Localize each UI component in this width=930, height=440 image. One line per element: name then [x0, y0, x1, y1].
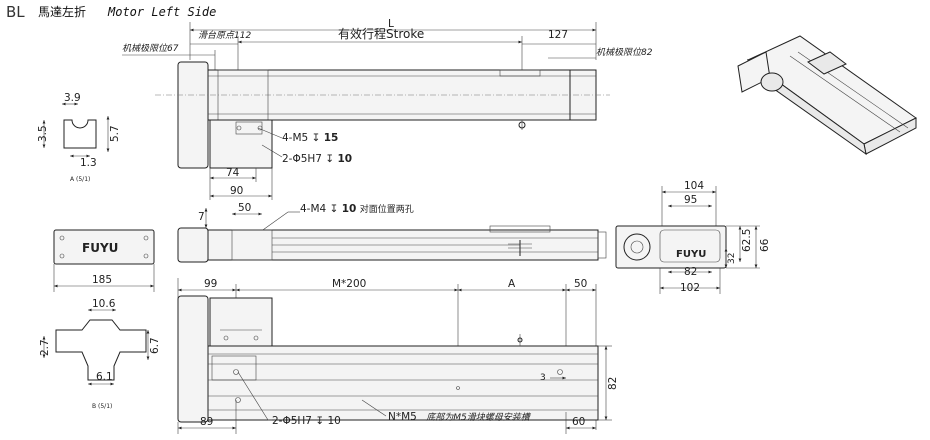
callout-4-m5: 4-M5 ↧ 15: [282, 132, 338, 144]
side-slider-mark: [489, 225, 551, 233]
side-view: 7 50 4-M4 ↧ 10 对面位置两孔: [177, 202, 607, 263]
motor-housing-bottom: [209, 297, 273, 347]
dim-90: 90: [230, 185, 243, 197]
dim-3-9: 3.9: [64, 92, 81, 104]
dim-A: A: [508, 278, 516, 290]
dim-82-bottom: 82: [607, 377, 619, 390]
mech-limit-right-label: 机械极限位82: [596, 47, 653, 58]
isometric-preview: [737, 35, 917, 156]
dim-2-7: 2.7: [39, 339, 51, 356]
end-plate-view: FUYU 185: [53, 229, 155, 292]
dim-95: 95: [684, 194, 697, 206]
callout-4-m4: 4-M4 ↧ 10 对面位置两孔: [300, 203, 414, 215]
dim-50-bottom: 50: [574, 278, 587, 290]
iso-carriage: [807, 51, 847, 75]
end-plate-logo: FUYU: [82, 241, 118, 255]
dim-6-1: 6.1: [96, 371, 113, 383]
dim-185: 185: [92, 274, 112, 286]
motor-circle: [623, 233, 651, 261]
dim-L: L: [388, 18, 394, 30]
dim-6-7: 6.7: [149, 337, 161, 354]
section-b-detail: 10.6 2.7 6.7 6.1 B (5/1): [39, 298, 161, 410]
dim-82-end: 82: [684, 266, 697, 278]
slider-origin-label: 滑台原点112: [198, 30, 251, 41]
section-a-detail: 3.9 3.5 5.7 1.3 A (5/1): [37, 92, 121, 183]
callout-2-pin: 2-Φ5H7 ↧ 10: [282, 153, 352, 165]
motor-block-side: [177, 227, 209, 263]
iso-motor: [760, 72, 784, 92]
callout-nm5: N*M5 底部为M5滑块螺母安装槽: [388, 411, 532, 423]
dim-62-5: 62.5: [741, 229, 753, 252]
dim-5-7: 5.7: [109, 125, 121, 142]
slider-mark-top: [499, 69, 541, 77]
dim-3: 3: [540, 373, 546, 383]
title-english: Motor Left Side: [107, 5, 216, 19]
section-b-label: B (5/1): [92, 403, 112, 410]
dim-102: 102: [680, 282, 700, 294]
dim-32: 32: [727, 253, 737, 264]
motor-block-bottom: [177, 295, 209, 423]
dim-7: 7: [198, 211, 205, 223]
dim-74: 74: [226, 167, 240, 179]
top-view: L 有效行程Stroke 滑台原点112 127 机械极限位67 机械极限位82: [122, 18, 653, 200]
motor-block-top: [177, 61, 209, 169]
bottom-view: 99 M*200 A 50 3: [177, 278, 619, 434]
dim-m200: M*200: [332, 278, 366, 290]
section-a-label: A (5/1): [70, 176, 90, 183]
drawing-title: BL 馬達左折 Motor Left Side: [6, 3, 216, 21]
section-b-profile: [55, 319, 147, 381]
actuator-body-bottom: [207, 345, 599, 421]
stroke-label: 有效行程Stroke: [338, 26, 424, 41]
dim-99: 99: [204, 278, 217, 290]
title-chinese: 馬達左折: [38, 4, 86, 19]
end-view-logo: FUYU: [676, 249, 706, 260]
mech-limit-left-label: 机械极限位67: [122, 43, 179, 54]
dim-3-5: 3.5: [37, 125, 49, 142]
dim-10-6: 10.6: [92, 298, 116, 310]
dim-89: 89: [200, 416, 213, 428]
dim-60: 60: [572, 416, 585, 428]
section-a-profile: [63, 119, 97, 149]
dim-66: 66: [759, 238, 771, 252]
end-plate: [53, 229, 155, 265]
dim-104: 104: [684, 180, 704, 192]
end-view: 104 95 FUYU 62.5 66 32 82 102: [615, 180, 771, 294]
dim-127: 127: [548, 29, 568, 41]
dim-50: 50: [238, 202, 251, 214]
title-prefix: BL: [6, 3, 25, 21]
callout-bottom-pin: 2-Φ5H7 ↧ 10: [272, 415, 341, 427]
end-view-plate: [615, 225, 727, 269]
dim-1-3: 1.3: [80, 157, 97, 169]
